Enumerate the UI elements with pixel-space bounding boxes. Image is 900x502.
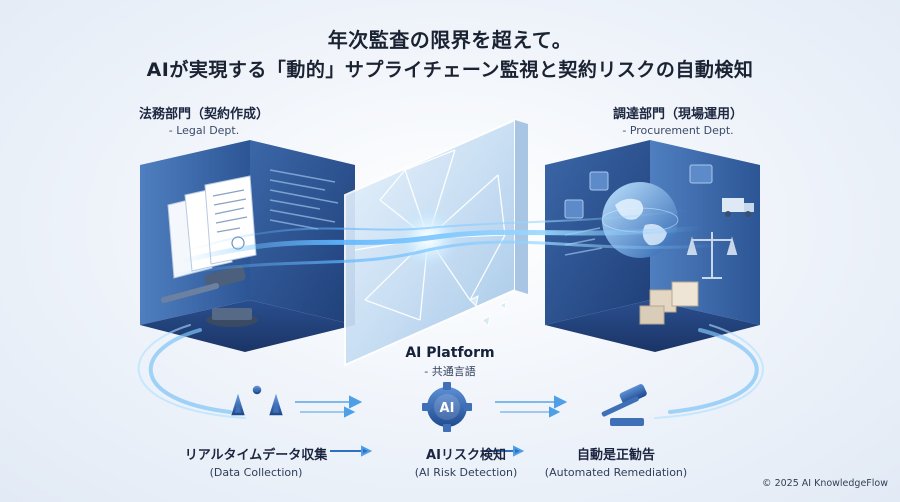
boxes-icon <box>639 281 699 325</box>
step-1-jp: リアルタイムデータ収集 <box>184 448 328 463</box>
legal-room <box>140 140 355 352</box>
data-stream <box>137 209 764 419</box>
step-2-jp: AIリスク検知 <box>426 448 506 463</box>
step-data-collection: リアルタイムデータ収集 (Data Collection) <box>156 444 356 479</box>
ai-platform-sub: - 共通言語 <box>424 365 476 378</box>
ai-badge-text: AI <box>440 401 455 416</box>
legal-dept-en: - Legal Dept. <box>168 124 240 137</box>
globe-icon <box>601 182 679 258</box>
legal-dept-label: 法務部門（契約作成） - Legal Dept. <box>94 103 314 137</box>
step-icon-ai-gear: AI <box>422 382 472 432</box>
procurement-room <box>545 140 760 352</box>
procurement-dept-en: - Procurement Dept. <box>622 124 734 137</box>
truck-icon <box>722 198 754 217</box>
flow-arrows <box>295 395 568 457</box>
step-automated-remediation: 自動是正勧告 (Automated Remediation) <box>516 444 716 479</box>
title-line-1: 年次監査の限界を超えて。 <box>327 28 573 52</box>
step-ai-risk-detection: AIリスク検知 (AI Risk Detection) <box>366 444 566 479</box>
step-3-jp: 自動是正勧告 <box>576 448 655 463</box>
step-icon-gavel <box>601 384 647 426</box>
ai-platform-name: AI Platform <box>405 345 495 361</box>
ai-platform-label: AI Platform - 共通言語 <box>380 345 520 379</box>
step-1-en: (Data Collection) <box>209 466 303 479</box>
step-icon-scales <box>231 385 283 427</box>
gavel-icon <box>160 265 258 327</box>
title-line-2: AIが実現する「動的」サプライチェーン監視と契約リスクの自動検知 <box>146 59 754 81</box>
copyright-text: © 2025 AI KnowledgeFlow <box>762 478 888 489</box>
procurement-dept-label: 調達部門（現場運用） - Procurement Dept. <box>568 103 788 137</box>
legal-dept-jp: 法務部門（契約作成） <box>138 107 269 122</box>
step-2-en: (AI Risk Detection) <box>414 466 518 479</box>
step-3-en: (Automated Remediation) <box>544 466 688 479</box>
procurement-dept-jp: 調達部門（現場運用） <box>612 107 743 122</box>
